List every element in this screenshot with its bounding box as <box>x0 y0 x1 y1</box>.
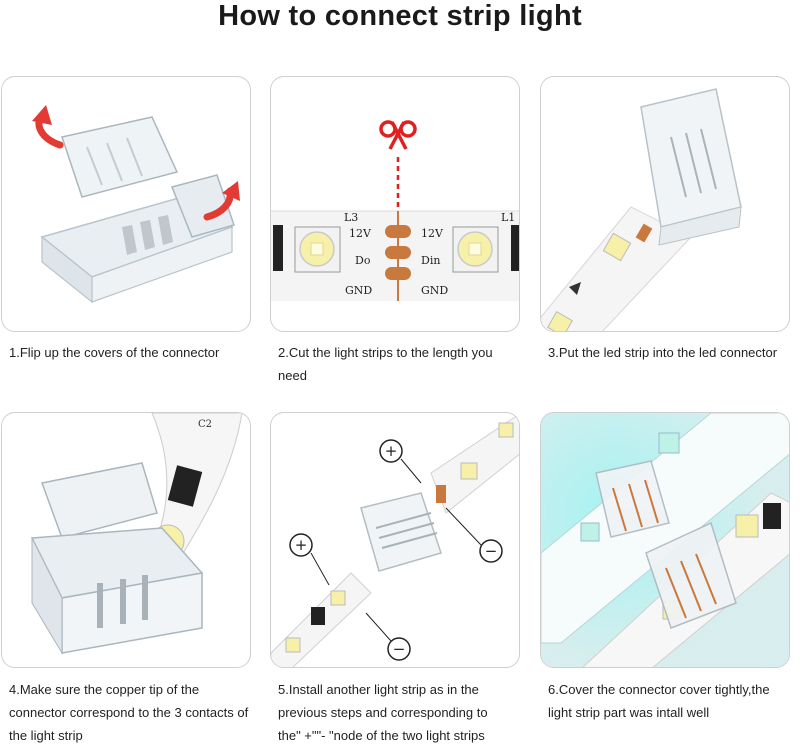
step-1-image <box>1 76 251 332</box>
svg-text:−: − <box>485 542 498 560</box>
minus-symbol-icon: − <box>387 637 411 661</box>
step-4-caption: 4.Make sure the copper tip of the connec… <box>9 682 249 743</box>
svg-text:+: + <box>295 536 308 554</box>
label-12v-left: 12V <box>349 227 372 240</box>
step-3-image <box>540 76 790 332</box>
step-5-caption: 5.Install another light strip as in the … <box>278 682 488 743</box>
label-12v-right: 12V <box>421 227 444 240</box>
page-title: How to connect strip light <box>218 0 582 32</box>
step-2-image: L3 12V Do GND 12V Din GND L1 <box>270 76 520 332</box>
label-gnd-left: GND <box>345 284 372 297</box>
label-do: Do <box>355 254 371 267</box>
step-2-caption: 2.Cut the light strips to the length you… <box>278 345 493 383</box>
svg-text:+: + <box>385 442 398 460</box>
svg-text:−: − <box>393 640 406 658</box>
step-5-image: + − + − <box>270 412 520 668</box>
label-gnd-right: GND <box>421 284 448 297</box>
scissors-icon <box>379 120 417 150</box>
step-6-caption: 6.Cover the connector cover tightly,the … <box>548 682 770 720</box>
step-3-caption: 3.Put the led strip into the led connect… <box>548 345 778 360</box>
step-1-caption: 1.Flip up the covers of the connector <box>9 345 220 360</box>
step-6-image <box>540 412 790 668</box>
plus-symbol-icon: + <box>289 533 313 557</box>
minus-symbol-icon: − <box>479 539 503 563</box>
label-din: Din <box>421 254 440 267</box>
label-c2: C2 <box>198 419 212 430</box>
plus-symbol-icon: + <box>379 439 403 463</box>
label-l3: L3 <box>344 211 358 224</box>
label-l1: L1 <box>501 211 515 224</box>
step-4-image: C2 <box>1 412 251 668</box>
